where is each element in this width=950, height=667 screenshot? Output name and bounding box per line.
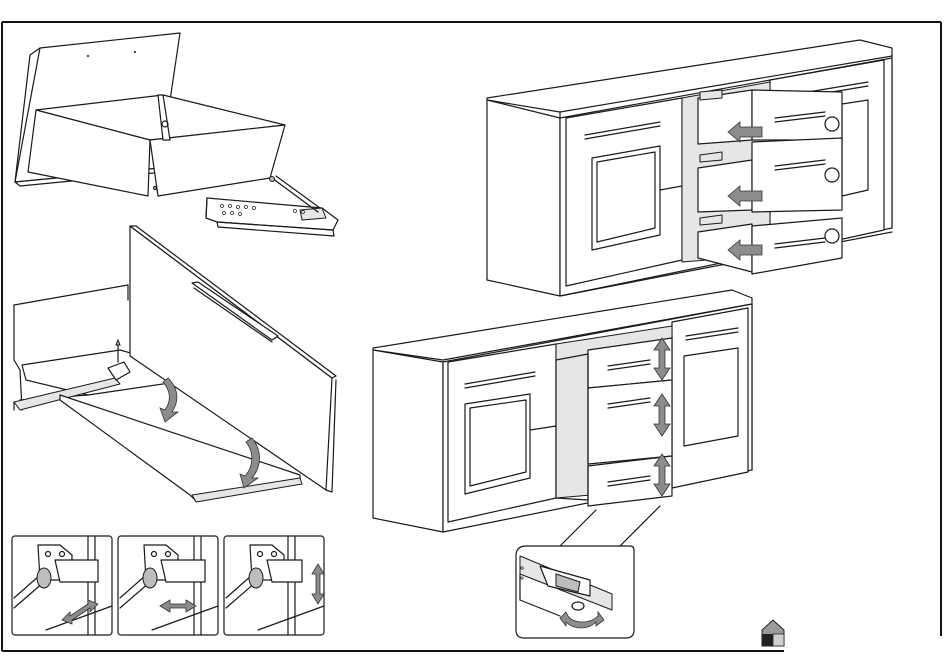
sideboard-insert-illustration	[487, 40, 892, 296]
hinge-step-3	[224, 536, 324, 635]
sideboard-adjust-illustration	[373, 290, 752, 546]
drawer-box-illustration	[15, 33, 338, 236]
vertical-double-arrow-icon	[312, 564, 324, 604]
diagonal-double-arrow-icon	[62, 600, 98, 624]
hinge-step-2	[118, 536, 218, 635]
hinge-steps	[12, 536, 324, 635]
rotate-adjust-arrow-icon	[560, 612, 604, 628]
runner-detail-illustration	[516, 546, 634, 638]
brand-house-icon	[762, 620, 784, 646]
horizontal-double-arrow-icon	[160, 600, 196, 612]
hinge-step-1	[12, 536, 112, 635]
drawer-front-illustration	[14, 226, 336, 502]
